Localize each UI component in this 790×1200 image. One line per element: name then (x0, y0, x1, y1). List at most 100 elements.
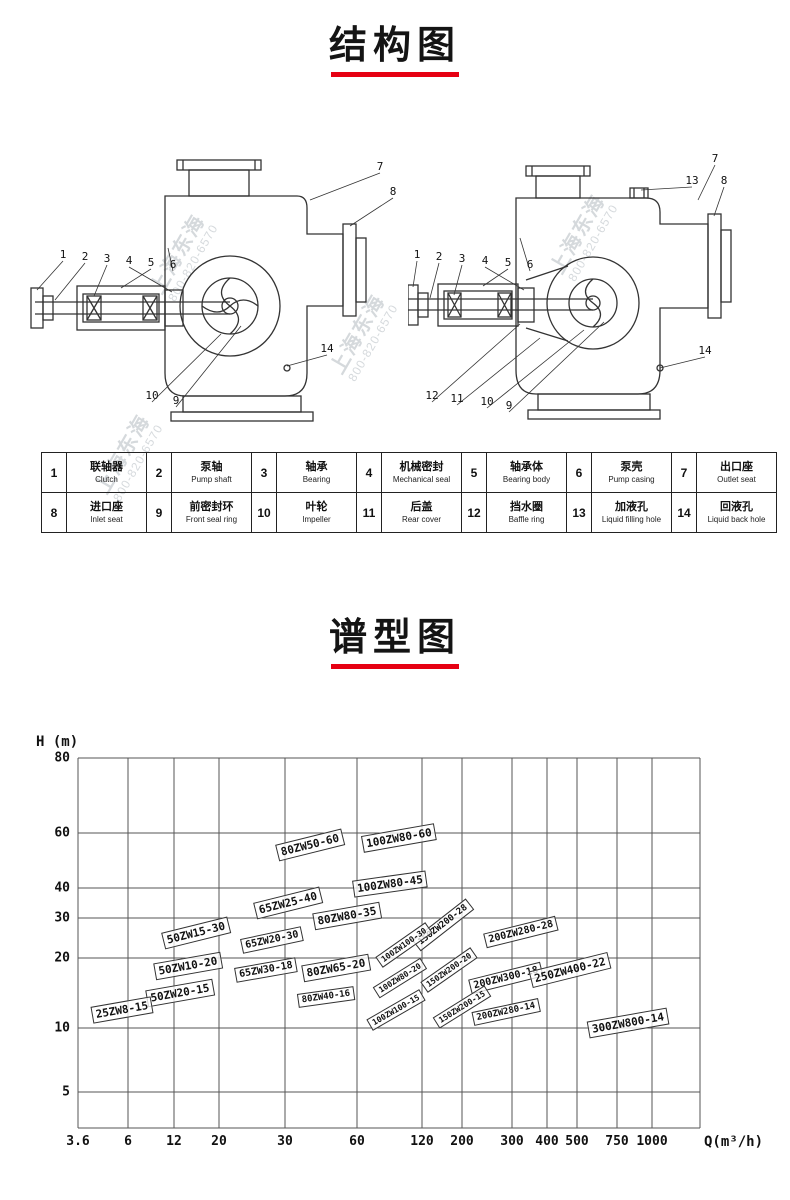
x-axis-tick-label: 300 (500, 1134, 524, 1149)
callout-number: 4 (126, 254, 133, 267)
y-axis-tick-label: 30 (54, 910, 70, 926)
callout-leader-line (640, 186, 693, 191)
callout-number: 4 (482, 254, 489, 267)
part-name-zh: 挡水圈 (510, 501, 543, 514)
part-number-cell: 9 (146, 492, 172, 533)
part-number-cell: 2 (146, 452, 172, 493)
part-name-zh: 联轴器 (90, 461, 123, 474)
callout-leader-line (713, 186, 725, 217)
x-axis-tick-label: 60 (349, 1134, 365, 1149)
part-number-cell: 4 (356, 452, 382, 493)
callout-number: 8 (390, 185, 397, 198)
callout-leader-line (508, 321, 605, 413)
callout-leader-line (431, 323, 521, 403)
callout-number: 5 (505, 256, 512, 269)
part-number-cell: 14 (671, 492, 697, 533)
callout-leader-line (697, 164, 716, 201)
part-number-cell: 7 (671, 452, 697, 493)
part-name-en: Bearing (302, 474, 331, 484)
y-axis-tick-label: 80 (54, 750, 70, 766)
y-axis-tick-label: 60 (54, 825, 70, 841)
part-name-en: Clutch (95, 474, 118, 484)
part-name-zh: 回液孔 (720, 501, 753, 514)
callout-number: 6 (527, 258, 534, 271)
y-axis-title: H (m) (36, 734, 79, 750)
part-name-zh: 泵轴 (200, 461, 223, 474)
callout-number: 11 (450, 392, 463, 405)
callout-number: 1 (60, 248, 67, 261)
x-axis-tick-label: 3.6 (66, 1134, 90, 1149)
part-name-en: Impeller (302, 514, 331, 524)
part-number-cell: 11 (356, 492, 382, 533)
part-number-cell: 10 (251, 492, 277, 533)
structure-section-title: 结构图 (328, 25, 461, 67)
x-axis-tick-label: 20 (211, 1134, 227, 1149)
callout-leader-line (93, 264, 108, 297)
part-number-cell: 13 (566, 492, 592, 533)
x-axis-tick-label: 200 (450, 1134, 474, 1149)
callout-number: 6 (170, 258, 177, 271)
selection-section-title: 谱型图 (328, 617, 461, 659)
callout-leader-line (486, 329, 585, 409)
callout-number: 14 (698, 344, 712, 357)
part-number-cell: 5 (461, 452, 487, 493)
part-name-en: Inlet seat (90, 514, 123, 524)
callout-leader-line (412, 260, 418, 288)
part-name-en: Front seal ring (185, 514, 238, 524)
callout-number: 2 (436, 250, 443, 263)
callout-number: 14 (320, 342, 334, 355)
callout-leader-line (309, 172, 381, 201)
callout-leader-line (456, 337, 541, 406)
x-axis-tick-label: 120 (410, 1134, 434, 1149)
callout-leader-line (286, 354, 328, 367)
x-axis-tick-label: 750 (605, 1134, 629, 1149)
part-number-cell: 1 (41, 452, 67, 493)
callout-number: 13 (685, 174, 698, 187)
callout-number: 2 (82, 250, 89, 263)
part-name-en: Rear cover (401, 514, 442, 524)
callout-number: 9 (506, 399, 513, 412)
callout-number: 12 (425, 389, 438, 402)
part-name-zh: 轴承体 (510, 461, 543, 474)
part-name-zh: 前密封环 (189, 501, 234, 514)
part-name-zh: 加液孔 (615, 501, 648, 514)
part-name-en: Outlet seat (717, 474, 756, 484)
callout-leader-line (349, 197, 394, 227)
part-name-zh: 泵壳 (620, 461, 643, 474)
callout-leader-line (151, 333, 222, 403)
part-number-cell: 8 (41, 492, 67, 533)
callout-number: 10 (480, 395, 493, 408)
part-name-en: Mechanical seal (392, 474, 451, 484)
x-axis-tick-label: 30 (277, 1134, 293, 1149)
part-number-cell: 12 (461, 492, 487, 533)
x-axis-tick-label: 6 (124, 1134, 132, 1149)
callout-number: 9 (173, 394, 180, 407)
callout-number: 8 (721, 174, 728, 187)
callout-leader-line (128, 266, 173, 293)
callout-number: 5 (148, 256, 155, 269)
part-name-en: Liquid filling hole (601, 514, 662, 524)
callout-leader-line (120, 268, 152, 289)
part-name-en: Bearing body (502, 474, 551, 484)
callout-leader-line (453, 264, 463, 296)
y-axis-tick-label: 20 (54, 950, 70, 966)
callout-leader-line (167, 247, 174, 272)
y-axis-tick-label: 10 (54, 1020, 70, 1036)
callout-leader-line (429, 262, 440, 299)
pump-left-shapes (30, 159, 367, 422)
x-axis-tick-label: 12 (166, 1134, 182, 1149)
